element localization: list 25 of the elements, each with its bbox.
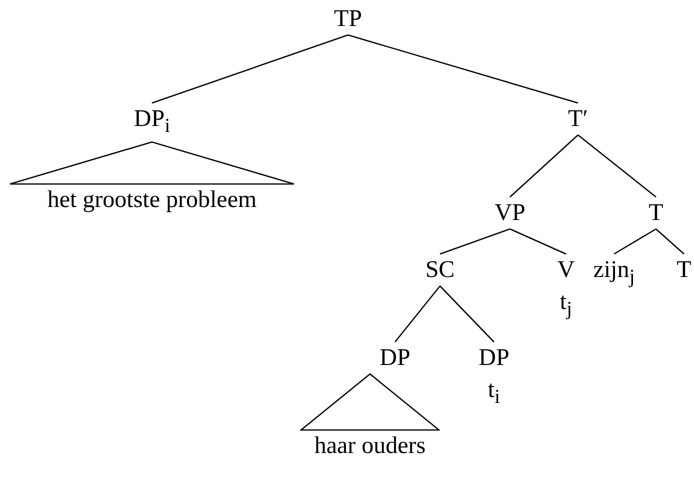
trace-label: t$_{i}$	[486, 376, 502, 410]
branch-line	[510, 134, 578, 198]
node-label: DP$_{i}$	[134, 105, 170, 139]
branch-line	[348, 34, 578, 104]
branch-line	[578, 134, 656, 198]
node-label: TP	[334, 5, 362, 34]
phrase-text: het grootste probleem	[46, 186, 258, 215]
node-label: T′	[568, 105, 588, 134]
node-label: zijn$_{j}$	[593, 256, 635, 290]
node-label: V	[557, 256, 575, 285]
branch-line	[440, 228, 510, 255]
node-label: DP	[380, 344, 410, 373]
branch-line	[614, 228, 656, 255]
node-label: T	[676, 256, 692, 285]
node-label: SC	[425, 256, 455, 285]
node-label: T	[648, 199, 664, 228]
node-label: VP	[494, 199, 526, 228]
trace-label: t$_{j}$	[558, 288, 574, 322]
branch-line	[440, 286, 494, 342]
branch-line	[656, 228, 684, 254]
branch-line	[152, 34, 348, 104]
node-label: DP	[478, 344, 510, 373]
branch-line	[394, 286, 440, 342]
branch-line	[510, 228, 566, 255]
phrase-text: haar ouders	[313, 432, 427, 461]
